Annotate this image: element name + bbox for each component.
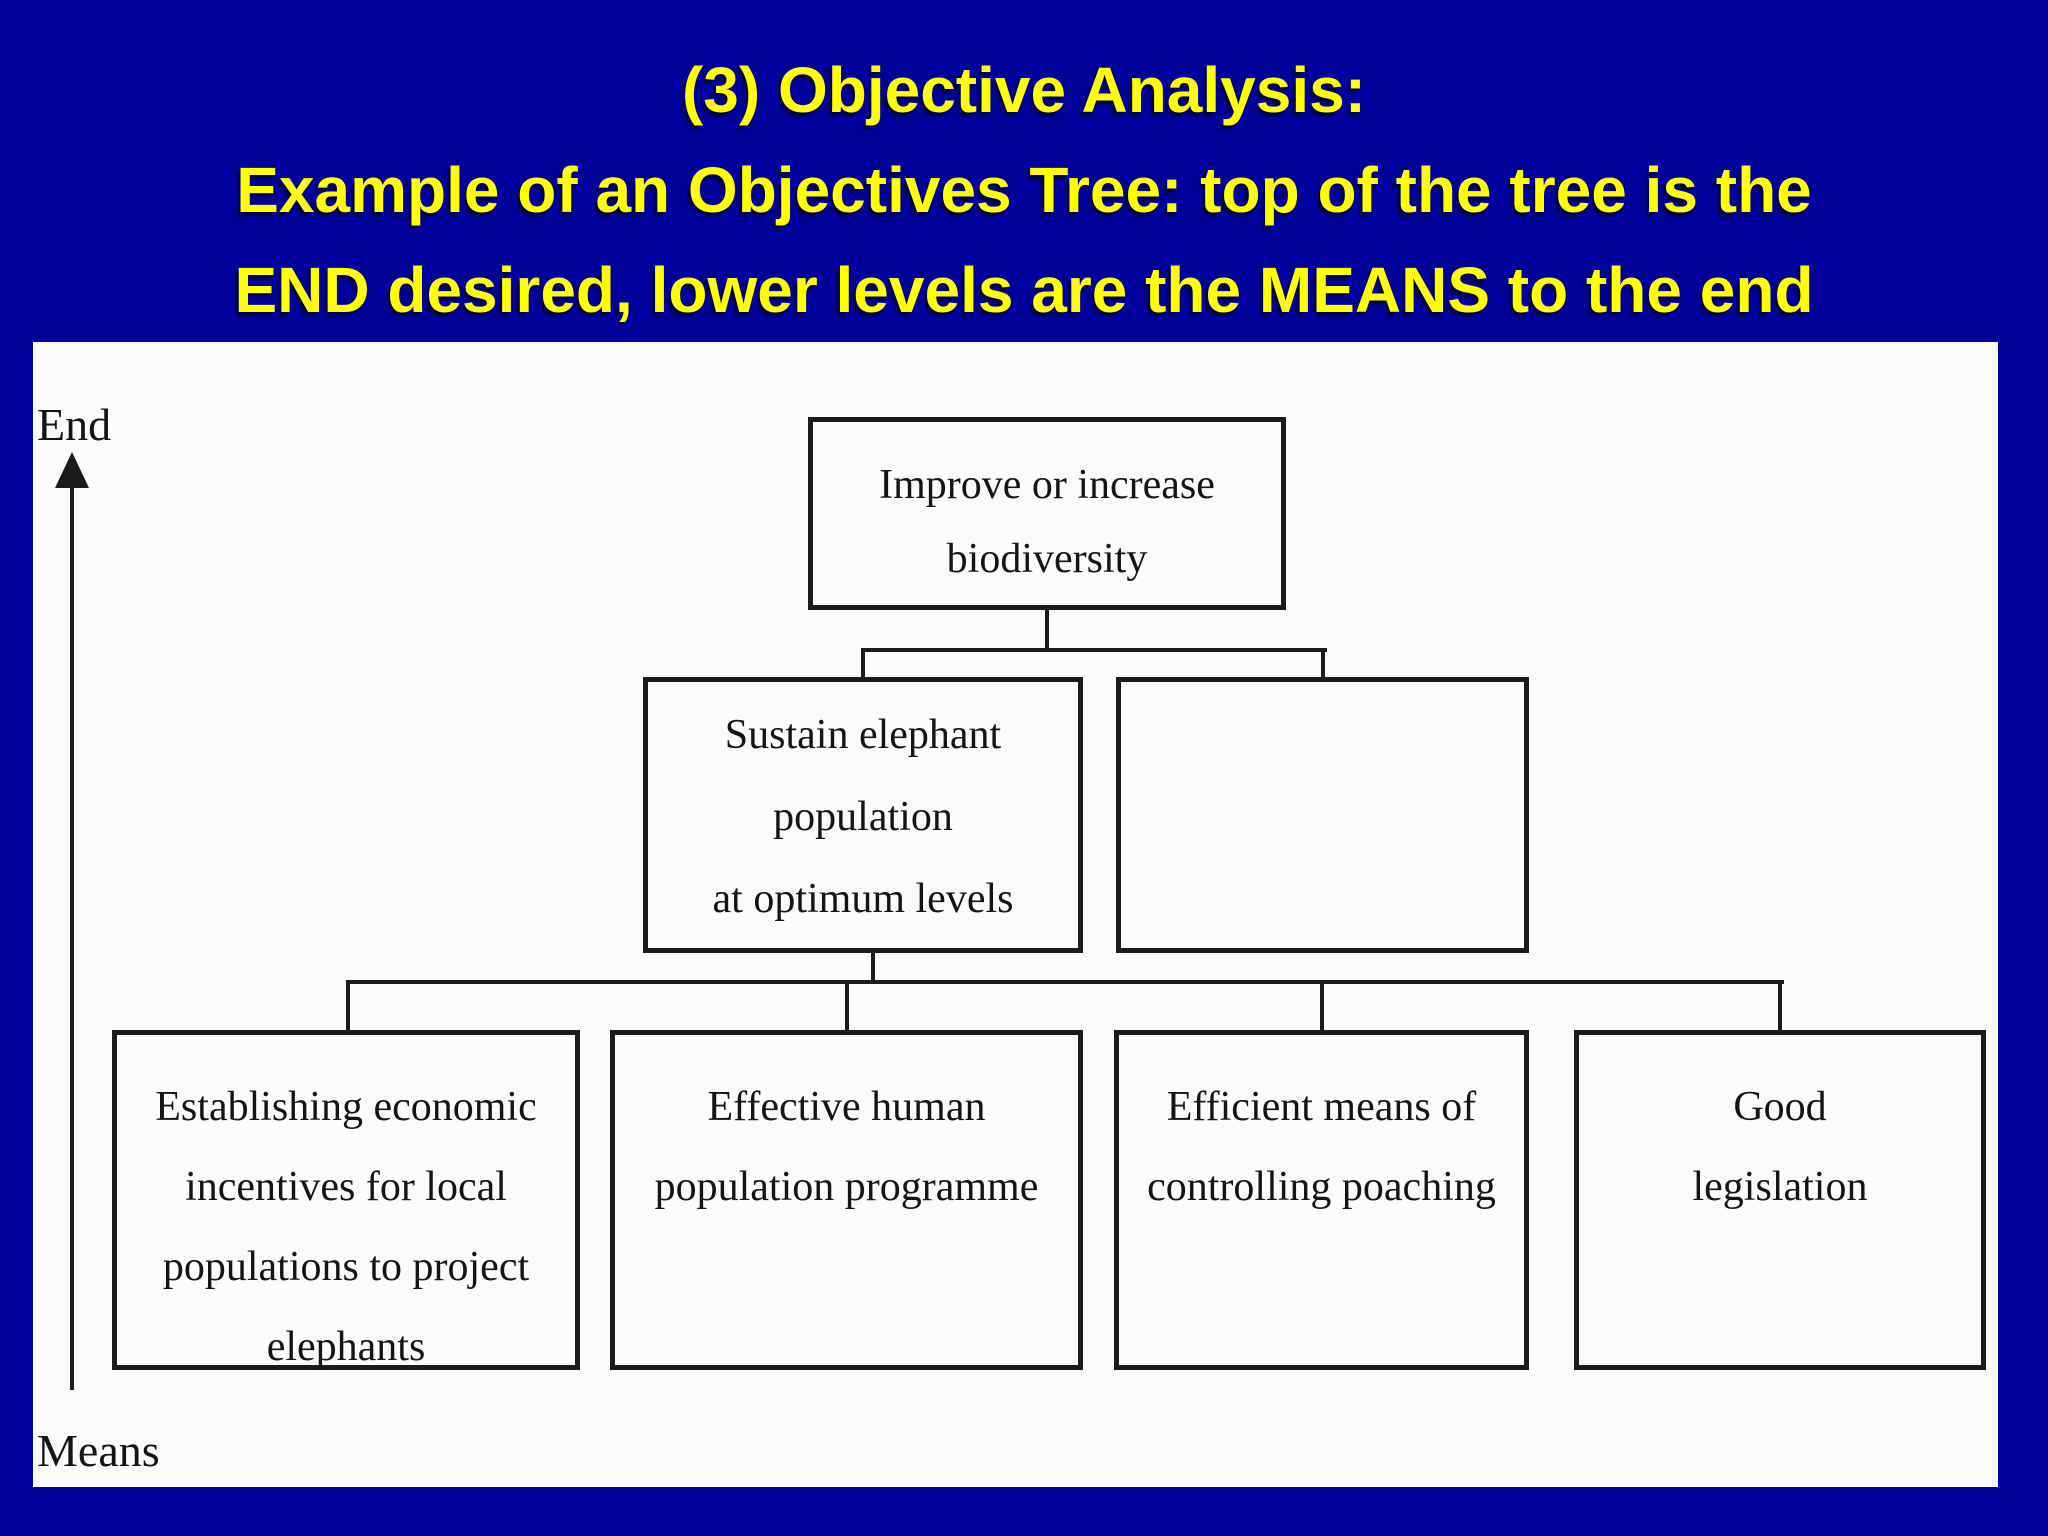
objective-text-line: Sustain elephant <box>724 712 1002 758</box>
tree-connector <box>346 980 350 1034</box>
tree-connector <box>1321 648 1325 681</box>
objective-text-line: at optimum levels <box>712 876 1014 922</box>
title-line-3: END desired, lower levels are the MEANS … <box>234 254 1814 326</box>
tree-connector <box>861 648 1327 652</box>
tree-connector <box>1778 980 1782 1034</box>
objective-box-economic-incentives: Establishing economic incentives for loc… <box>112 1030 580 1370</box>
objective-text-line: Effective human <box>707 1084 986 1130</box>
objective-text-line: Improve or increase <box>879 462 1215 508</box>
tree-connector <box>1045 610 1049 652</box>
objective-box-human-population-programme: Effective human population programme <box>610 1030 1083 1370</box>
objective-text-line: legislation <box>1692 1164 1868 1210</box>
objective-text-line: biodiversity <box>946 536 1148 582</box>
tree-connector <box>1320 980 1324 1034</box>
objective-text-line: populations to project <box>162 1244 530 1290</box>
axis-end-label: End <box>37 399 112 450</box>
title-line-2: Example of an Objectives Tree: top of th… <box>236 154 1812 226</box>
objective-box-poaching-control: Efficient means of controlling poaching <box>1114 1030 1529 1370</box>
title-line-1: (3) Objective Analysis: <box>681 54 1367 126</box>
objective-text-line: Good <box>1733 1084 1827 1130</box>
objective-text-line: controlling poaching <box>1147 1164 1496 1210</box>
objective-box-sustain-elephant-population: Sustain elephant population at optimum l… <box>643 677 1083 953</box>
tree-connector <box>346 980 1784 984</box>
tree-connector <box>845 980 849 1034</box>
objective-text-line: Efficient means of <box>1166 1084 1477 1130</box>
objective-box-blank <box>1116 677 1529 953</box>
axis-arrow-shaft <box>70 482 74 1390</box>
tree-connector <box>861 648 865 681</box>
tree-connector <box>871 948 875 984</box>
objective-box-root: Improve or increase biodiversity <box>808 417 1286 610</box>
objective-text-line: Establishing economic <box>155 1084 537 1130</box>
axis-means-label: Means <box>37 1425 160 1476</box>
objectives-tree-panel: End Means Improve or increase biodiversi… <box>33 342 1998 1487</box>
objective-text-line: population programme <box>654 1164 1039 1210</box>
objective-text-line: elephants <box>266 1324 426 1370</box>
objective-text-line: incentives for local <box>185 1164 507 1210</box>
slide-title: (3) Objective Analysis: Example of an Ob… <box>0 0 2048 340</box>
objective-text-line: population <box>773 794 953 840</box>
objective-box-good-legislation: Good legislation <box>1574 1030 1986 1370</box>
